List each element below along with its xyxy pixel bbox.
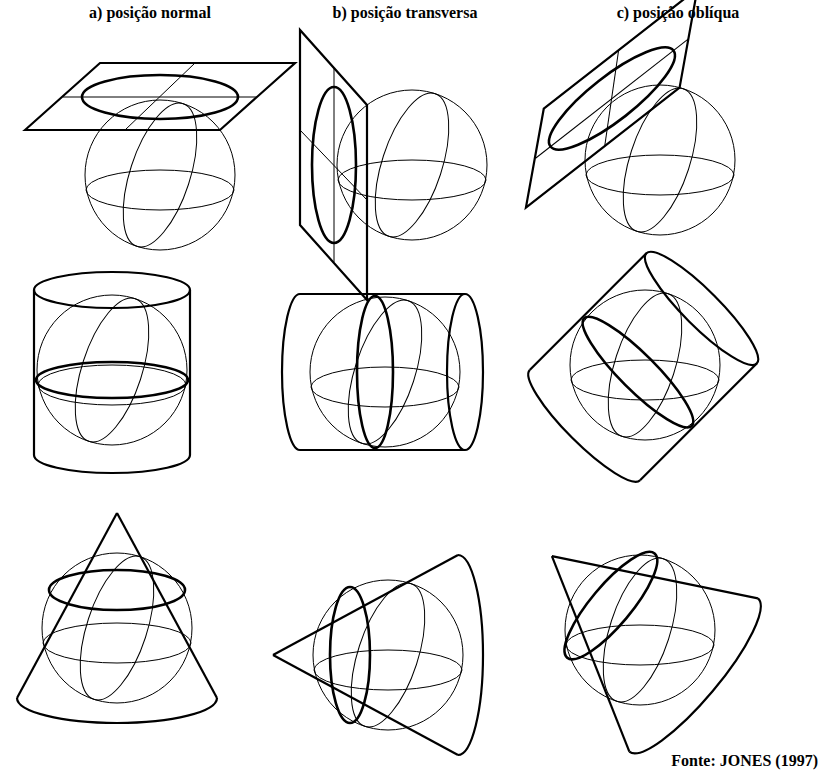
column-heading: a) posição normal (89, 4, 211, 22)
column-heading: c) posição oblíqua (617, 4, 740, 22)
column-heading: b) posição transversa (333, 4, 478, 22)
source-caption: Fonte: JONES (1997) (671, 752, 818, 770)
